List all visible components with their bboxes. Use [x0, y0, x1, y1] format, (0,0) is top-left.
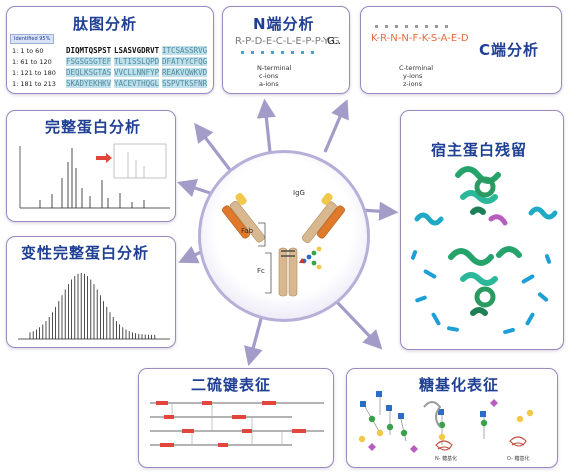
glycosylation-title: 糖基化表征	[419, 376, 500, 394]
host-cell-title: 宿主蛋白残留	[431, 141, 528, 159]
panel-peptide-map: 肽图分析 Identified 95% 1: 1 to 60 DIQMTQSPS…	[6, 6, 214, 94]
peptide-row: 1: 121 to 180 DEQLKSGTAS VVCLLNNFYP REAK…	[12, 68, 208, 77]
peptide-row: 1: 181 to 213 SKADYEKHKV YACEVTHQGL SSPV…	[12, 79, 208, 88]
center-antibody: IgG Fab Fc	[198, 150, 370, 322]
igg-diagram	[222, 193, 345, 297]
arrow-peptide-map	[194, 122, 232, 171]
peptide-map-table: Identified 95% 1: 1 to 60 DIQMTQSPST LSA…	[10, 34, 210, 91]
igg-label: IgG	[293, 189, 305, 197]
panel-disulfide: 二硫键表征	[138, 368, 334, 468]
c-terminal-ion-2: z-ions	[403, 80, 423, 88]
c-terminal-ion-1: y-ions	[403, 72, 423, 80]
panel-host-cell: 宿主蛋白残留	[400, 110, 564, 350]
n-terminal-ion-0: N-terminal	[257, 64, 292, 72]
c-terminal-title: C端分析	[479, 41, 540, 59]
glycan-structures	[358, 391, 534, 453]
n-terminal-title: N端分析	[253, 15, 315, 33]
panel-denatured-protein: 变性完整蛋白分析	[6, 236, 176, 348]
fab-label: Fab	[241, 227, 254, 235]
n-terminal-sequence-suffix: G..	[327, 36, 342, 47]
intact-protein-spectrum	[19, 143, 170, 209]
n-terminal-ion-1: c-ions	[259, 72, 279, 80]
disulfide-title: 二硫键表征	[191, 376, 272, 394]
arrow-n-terminal	[256, 98, 276, 153]
c-terminal-ion-marks	[375, 25, 448, 28]
panel-glycosylation: 糖基化表征 N-	[346, 368, 558, 468]
arrow-disulfide	[244, 314, 264, 367]
panel-n-terminal: N端分析 R-P-D-E-C-L-E-P-P-Y-G G.. N-termina…	[222, 6, 350, 94]
peptide-map-title: 肽图分析	[73, 15, 138, 33]
n-terminal-ion-marks	[241, 51, 314, 54]
c-terminal-sequence: K-R-N-N-F-K-S-A-E-D	[371, 33, 469, 44]
peptide-row: 1: 1 to 60 DIQMTQSPST LSASVGDRVT ITCSASS…	[12, 46, 208, 55]
disulfide-map	[150, 401, 324, 447]
fc-label: Fc	[257, 267, 265, 275]
c-terminal-ion-0: C-terminal	[399, 64, 434, 72]
panel-intact-protein: 完整蛋白分析	[6, 110, 176, 222]
peptide-map-tab: Identified 95%	[10, 34, 55, 44]
denatured-protein-title: 变性完整蛋白分析	[21, 244, 150, 262]
arrow-c-terminal	[323, 99, 349, 153]
denatured-protein-spectrum	[18, 273, 170, 340]
glycosylation-caption-right: O- 糖基化	[507, 456, 530, 462]
intact-protein-title: 完整蛋白分析	[45, 118, 142, 136]
host-cell-structures	[410, 166, 558, 335]
peptide-row: 1: 61 to 120 FSGSGSGTEF TLTISSLQPD DFATY…	[12, 57, 208, 66]
n-terminal-ion-2: a-ions	[259, 80, 279, 88]
panel-c-terminal: C端分析 K-R-N-N-F-K-S-A-E-D C-terminal y-io…	[360, 6, 562, 94]
arrow-glyco	[333, 298, 383, 350]
glycosylation-caption-left: N- 糖基化	[435, 456, 458, 462]
n-terminal-sequence: R-P-D-E-C-L-E-P-P-Y-G	[235, 36, 340, 47]
